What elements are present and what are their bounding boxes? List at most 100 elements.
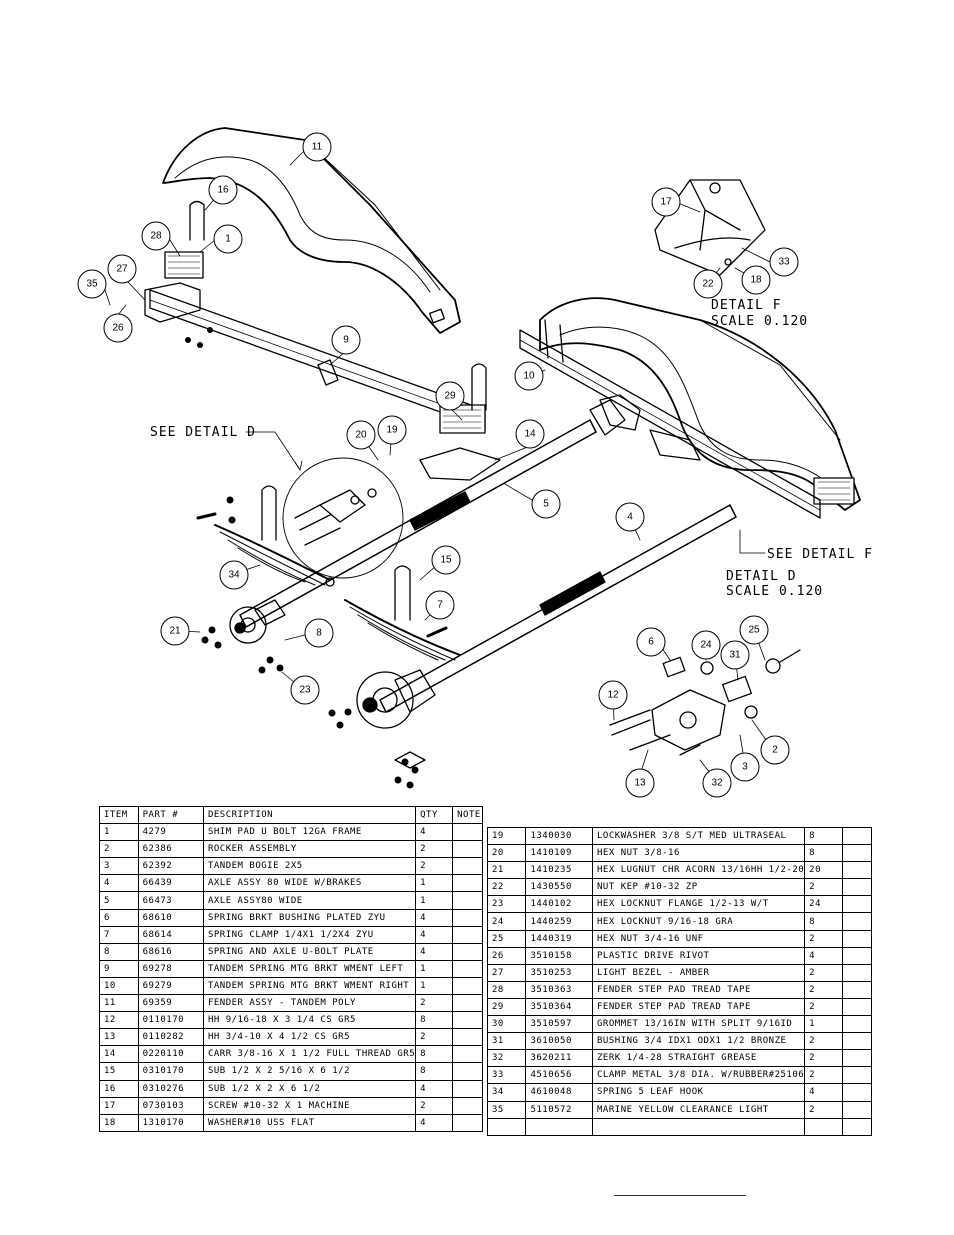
note-cell — [452, 823, 483, 842]
part-number-cell: 69279 — [137, 976, 204, 996]
detail-d-circle — [282, 457, 404, 579]
qty-cell: 8 — [415, 1011, 454, 1030]
item-cell: 35 — [486, 1100, 527, 1119]
item-cell: 32 — [486, 1049, 527, 1068]
qty-cell: 2 — [804, 1100, 843, 1119]
description-cell: HH 9/16-18 X 3 1/4 CS GR5 — [202, 1011, 417, 1030]
item-cell: 29 — [486, 997, 527, 1017]
svg-text:31: 31 — [729, 650, 741, 661]
callout-16: 16 — [208, 175, 238, 205]
part-number-cell: 0310170 — [137, 1062, 204, 1081]
note-cell — [452, 1011, 483, 1030]
empty-cell — [525, 1117, 594, 1136]
note-cell — [452, 1028, 483, 1047]
item-cell: 11 — [99, 994, 139, 1013]
table-row-empty — [486, 1117, 873, 1136]
item-cell: 18 — [99, 1113, 139, 1132]
note-cell — [452, 994, 483, 1013]
qty-cell: 1 — [804, 1015, 843, 1034]
description-cell: TANDEM SPRING MTG BRKT WMENT LEFT — [202, 959, 417, 978]
svg-text:10: 10 — [523, 371, 535, 382]
description-cell: NUT KEP #10-32 ZP — [592, 878, 806, 897]
svg-text:21: 21 — [169, 626, 181, 637]
axle-4 — [356, 504, 737, 729]
part-number-cell: 4279 — [137, 823, 204, 842]
svg-text:35: 35 — [86, 279, 98, 290]
part-number-cell: 1410109 — [525, 844, 594, 863]
detail-d-scale: SCALE 0.120 — [726, 584, 823, 599]
callout-5: 5 — [531, 489, 561, 519]
callout-18: 18 — [741, 265, 771, 295]
description-cell: FENDER STEP PAD TREAD TAPE — [592, 980, 806, 999]
item-cell: 25 — [486, 929, 527, 948]
item-cell: 8 — [99, 942, 139, 961]
description-cell: HEX NUT 3/4-16 UNF — [592, 929, 806, 948]
part-number-cell: 68616 — [137, 942, 204, 961]
qty-cell: 24 — [804, 895, 843, 914]
detail-d-hardware — [609, 649, 801, 756]
footer-link[interactable] — [614, 1185, 746, 1196]
description-cell: SPRING AND AXLE U-BOLT PLATE — [202, 942, 417, 961]
qty-cell: 20 — [804, 861, 843, 880]
description-cell: ROCKER ASSEMBLY — [202, 840, 417, 859]
item-cell: 27 — [486, 963, 527, 982]
svg-text:28: 28 — [150, 231, 162, 242]
note-cell — [452, 1045, 483, 1064]
svg-text:18: 18 — [750, 275, 762, 286]
part-number-cell: 69278 — [137, 959, 204, 978]
part-number-cell: 5110572 — [525, 1100, 594, 1119]
description-cell: SPRING BRKT BUSHING PLATED ZYU — [202, 908, 417, 927]
callout-7: 7 — [425, 590, 455, 620]
part-number-cell: 1440259 — [525, 912, 594, 931]
svg-text:3: 3 — [742, 762, 748, 773]
see-detail-f-label: SEE DETAIL F — [767, 547, 873, 562]
note-cell — [841, 844, 873, 863]
qty-cell: 4 — [415, 823, 454, 842]
note-cell — [841, 946, 873, 965]
qty-cell: 2 — [804, 1032, 843, 1051]
hardware-nuts — [185, 327, 419, 789]
item-cell: 20 — [486, 844, 527, 863]
part-number-cell: 69359 — [137, 994, 204, 1013]
qty-cell: 8 — [804, 844, 843, 863]
frame-rail-right — [519, 319, 821, 519]
description-cell: TANDEM SPRING MTG BRKT WMENT RIGHT — [202, 976, 417, 996]
callout-1: 1 — [213, 224, 243, 254]
svg-text:34: 34 — [228, 570, 240, 581]
qty-cell: 8 — [804, 826, 843, 846]
callout-19: 19 — [377, 415, 407, 445]
description-cell: ZERK 1/4-28 STRAIGHT GREASE — [592, 1049, 806, 1068]
callout-15: 15 — [431, 545, 461, 575]
svg-text:8: 8 — [316, 628, 322, 639]
detail-d-title: DETAIL D — [726, 569, 797, 584]
part-number-cell: 0730103 — [137, 1096, 204, 1115]
note-cell — [452, 1062, 483, 1081]
svg-text:13: 13 — [634, 778, 646, 789]
note-cell — [841, 1083, 873, 1102]
item-cell: 28 — [486, 980, 527, 999]
item-cell: 22 — [486, 878, 527, 897]
empty-cell — [592, 1117, 806, 1136]
header-qty: QTY — [415, 805, 454, 825]
svg-text:25: 25 — [748, 625, 760, 636]
callout-35: 35 — [77, 269, 107, 299]
qty-cell: 4 — [804, 1083, 843, 1102]
callout-21: 21 — [160, 616, 190, 646]
item-cell: 15 — [99, 1062, 139, 1081]
qty-cell: 1 — [415, 874, 454, 893]
